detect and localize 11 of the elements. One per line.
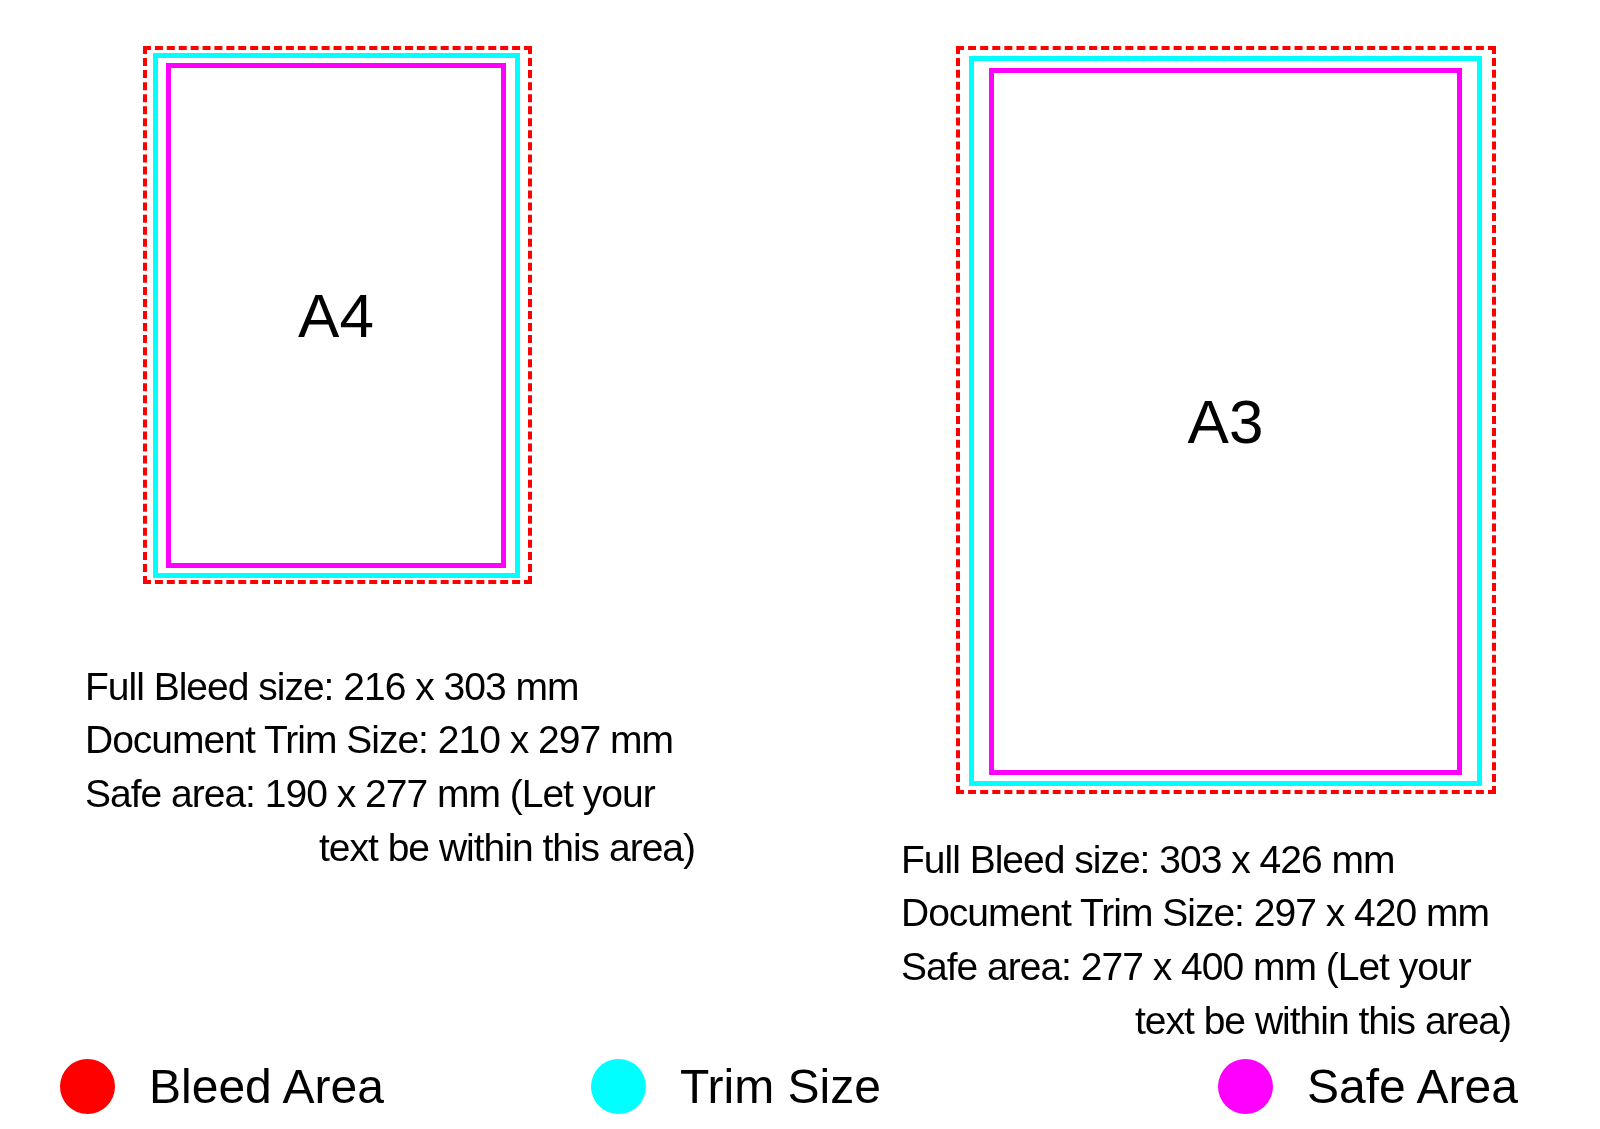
paper-size-label: A3 bbox=[1187, 390, 1264, 453]
size-spec-text: Safe area: 277 x 400 mm (Let your text be within this area) bbox=[901, 944, 1511, 1044]
size-spec-text: Document Trim Size: 297 x 420 mm bbox=[901, 890, 1490, 936]
size-spec-text: Full Bleed size: 216 x 303 mm bbox=[85, 664, 580, 710]
legend-label: Bleed Area bbox=[149, 1059, 384, 1114]
size-spec-text: Document Trim Size: 210 x 297 mm bbox=[85, 717, 674, 763]
size-spec-text: Safe area: 190 x 277 mm (Let your text be within this area) bbox=[85, 771, 695, 871]
legend-label: Trim Size bbox=[680, 1059, 881, 1114]
size-spec-text: Full Bleed size: 303 x 426 mm bbox=[901, 837, 1396, 883]
paper-size-label: A4 bbox=[298, 284, 374, 347]
legend-label: Safe Area bbox=[1307, 1059, 1518, 1114]
